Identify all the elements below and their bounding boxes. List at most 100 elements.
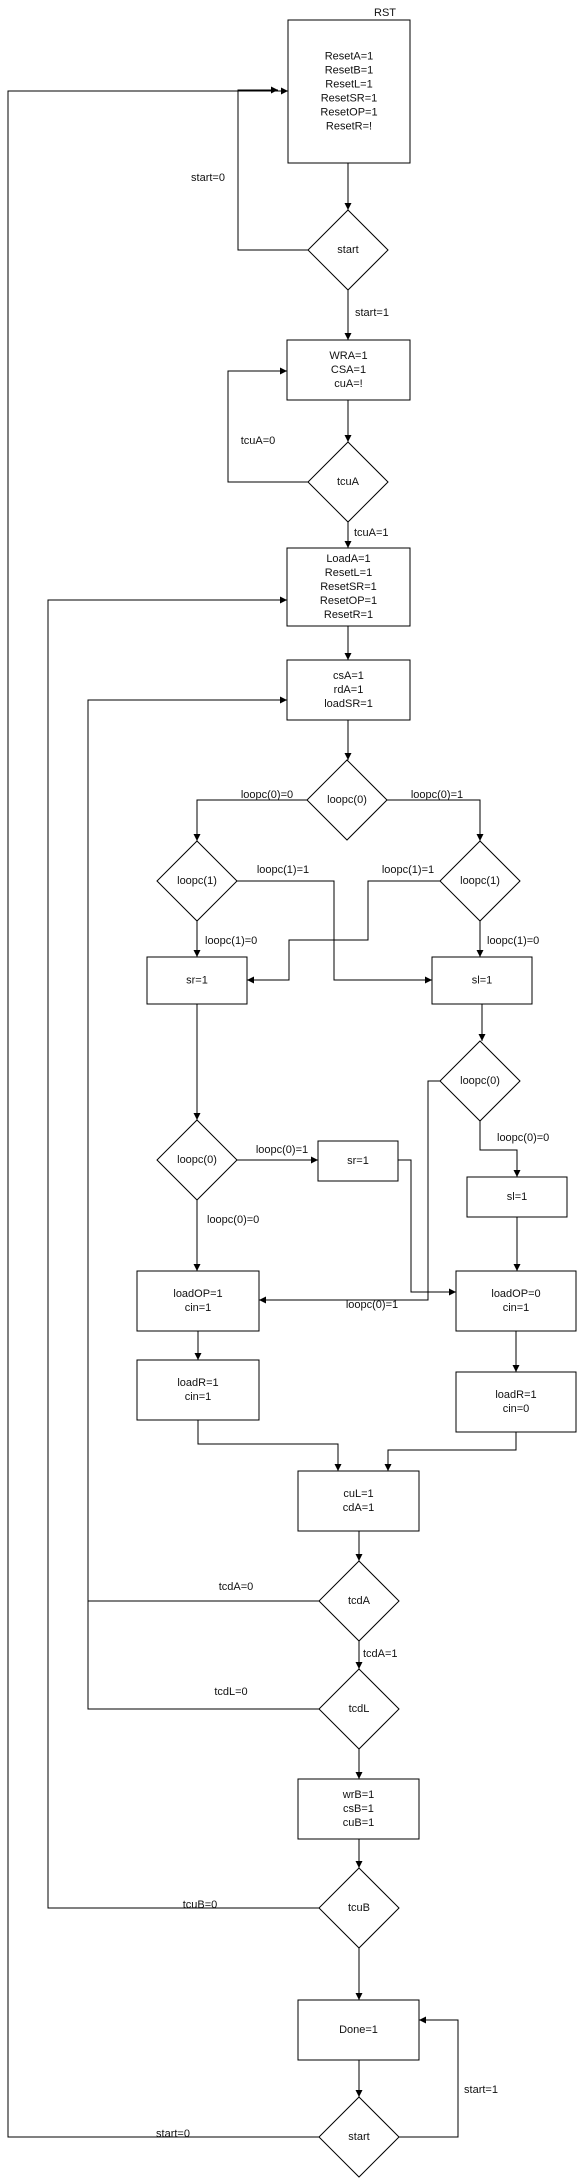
node-done: Done=1 xyxy=(297,1999,420,2061)
edge-label-start1b: start=1 xyxy=(464,2084,498,2096)
node-tcdl: tcdL xyxy=(318,1668,400,1750)
connector-20 xyxy=(259,1080,440,1304)
edge-label-lc01a: loopc(0)=1 xyxy=(411,789,463,801)
decision-diamond xyxy=(439,840,521,922)
node-text: ResetSR=1 xyxy=(321,92,378,104)
node-text: sl=1 xyxy=(472,974,493,986)
connector-25 xyxy=(197,1420,342,1471)
edge-label-tcdl0: tcdL=0 xyxy=(214,1686,247,1698)
edge-label-start0b: start=0 xyxy=(156,2128,190,2140)
node-sr2: sr=1 xyxy=(317,1140,399,1182)
node-text: cin=1 xyxy=(185,1391,212,1403)
node-text: csB=1 xyxy=(343,1803,374,1815)
node-loopc1l: loopc(1) xyxy=(156,840,238,922)
rect-box xyxy=(286,339,411,401)
node-text: sr=1 xyxy=(347,1155,369,1167)
node-loada: LoadA=1ResetL=1ResetSR=1ResetOP=1ResetR=… xyxy=(286,547,411,627)
edge-label-tcub0: tcuB=0 xyxy=(183,1899,218,1911)
connector-layer xyxy=(7,86,521,2138)
connector-5 xyxy=(227,367,308,483)
node-text: WRA=1 xyxy=(329,350,367,362)
node-text: loopc(1) xyxy=(460,875,500,887)
rect-box xyxy=(297,1470,420,1532)
node-loopc0a: loopc(0) xyxy=(306,759,388,841)
edge-label-rst: RST xyxy=(374,7,396,19)
node-text: loopc(0) xyxy=(327,794,367,806)
rect-box xyxy=(297,1999,420,2061)
connector-37 xyxy=(7,87,319,2138)
rect-box xyxy=(146,956,248,1005)
node-loopc1r: loopc(1) xyxy=(439,840,521,922)
node-loadrl: loadR=1 cin=1 xyxy=(136,1359,260,1421)
connector-9 xyxy=(193,799,307,841)
node-text: cuB=1 xyxy=(343,1817,375,1829)
decision-diamond xyxy=(307,209,389,291)
decision-diamond xyxy=(306,759,388,841)
connector-19 xyxy=(479,1121,521,1177)
node-layer: ResetA=1ResetB=1ResetL=1ResetSR=1ResetOP… xyxy=(136,19,577,2178)
edge-label-start1a: start=1 xyxy=(355,307,389,319)
connector-13 xyxy=(247,880,440,984)
edge-label-lc01l: loopc(0)=1 xyxy=(256,1144,308,1156)
connector-36 xyxy=(399,2016,459,2138)
node-text: loadSR=1 xyxy=(324,698,373,710)
node-rst: ResetA=1ResetB=1ResetL=1ResetSR=1ResetOP… xyxy=(287,19,411,164)
edge-label-start0a: start=0 xyxy=(191,172,225,184)
rect-box xyxy=(466,1176,568,1218)
node-tcub: tcuB xyxy=(318,1867,400,1949)
connector-26 xyxy=(384,1432,517,1471)
rect-box xyxy=(317,1140,399,1182)
node-text: sl=1 xyxy=(507,1191,528,1203)
node-text: rdA=1 xyxy=(334,684,364,696)
node-text: tcuB xyxy=(348,1902,370,1914)
node-text: ResetA=1 xyxy=(325,50,374,62)
node-text: CSA=1 xyxy=(331,364,366,376)
node-text: wrB=1 xyxy=(342,1789,375,1801)
rect-box xyxy=(286,659,411,721)
edge-label-tcua0: tcuA=0 xyxy=(241,435,276,447)
node-text: tcuA xyxy=(337,476,360,488)
node-text: cin=0 xyxy=(503,1403,530,1415)
node-text: ResetB=1 xyxy=(325,64,374,76)
node-text: sr=1 xyxy=(186,974,208,986)
decision-diamond xyxy=(156,840,238,922)
node-text: loadR=1 xyxy=(177,1377,218,1389)
rect-box xyxy=(431,956,533,1005)
edge-label-tcda1: tcdA=1 xyxy=(363,1648,398,1660)
decision-diamond xyxy=(307,441,389,523)
node-text: tcdL xyxy=(349,1703,370,1715)
edge-label-lc00r: loopc(0)=0 xyxy=(497,1132,549,1144)
node-text: start xyxy=(337,244,358,256)
edge-label-lc01r: loopc(0)=1 xyxy=(346,1299,398,1311)
node-loopc0r: loopc(0) xyxy=(439,1040,521,1122)
node-sr1: sr=1 xyxy=(146,956,248,1005)
rect-box xyxy=(287,19,411,164)
node-text: ResetOP=1 xyxy=(320,595,377,607)
node-text: ResetSR=1 xyxy=(320,581,377,593)
node-sl1: sl=1 xyxy=(431,956,533,1005)
edge-label-lc10l: loopc(1)=0 xyxy=(205,935,257,947)
connector-29 xyxy=(87,696,287,1601)
node-text: ResetL=1 xyxy=(325,78,372,90)
decision-diamond xyxy=(156,1119,238,1201)
decision-diamond xyxy=(439,1040,521,1122)
node-text: ResetR=! xyxy=(326,120,372,132)
node-start2: start xyxy=(318,2096,400,2178)
connector-21 xyxy=(398,1159,456,1296)
rect-box xyxy=(455,1371,577,1433)
node-text: loadOP=0 xyxy=(491,1288,540,1300)
edge-label-lc00l: loopc(0)=0 xyxy=(207,1214,259,1226)
node-text: loadOP=1 xyxy=(173,1288,222,1300)
rect-box xyxy=(136,1270,260,1332)
edge-label-lc00a: loopc(0)=0 xyxy=(241,789,293,801)
node-text: cuA=! xyxy=(334,378,362,390)
edge-label-tcda0: tcdA=0 xyxy=(219,1581,254,1593)
